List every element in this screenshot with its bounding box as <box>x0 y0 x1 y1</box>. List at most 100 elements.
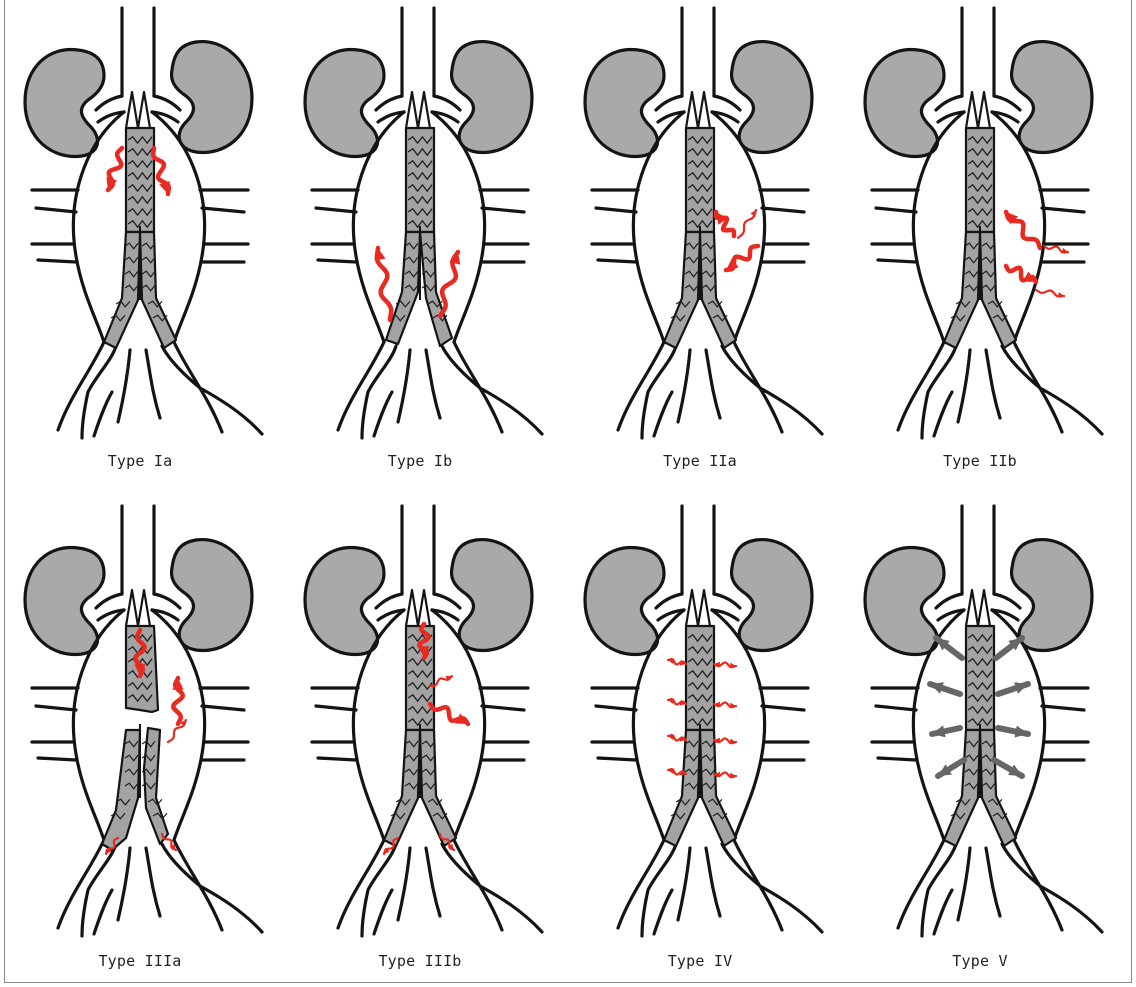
right-iliac-artery <box>706 342 822 434</box>
lumbar-arteries-right <box>200 688 248 760</box>
lumbar-arteries-right <box>480 688 528 760</box>
graft-right-leg <box>420 232 452 346</box>
left-renal-artery <box>656 96 684 122</box>
suprarenal-stent-crown <box>406 92 430 128</box>
graft-right-leg <box>980 730 1016 846</box>
endograft <box>386 92 452 346</box>
lumbar-arteries-left <box>32 190 78 262</box>
right-kidney <box>452 42 532 153</box>
left-iliac-artery <box>618 342 690 438</box>
right-renal-artery <box>152 594 180 620</box>
left-kidney <box>585 547 664 654</box>
right-iliac-artery <box>986 342 1102 434</box>
panel-caption: Type IIa <box>560 452 840 470</box>
graft-main-body <box>966 626 994 730</box>
aorta-diagram <box>0 498 280 938</box>
suprarenal-stent-crown <box>406 590 430 626</box>
suprarenal-stent-crown <box>686 92 710 128</box>
pressure-arrow-head <box>1014 682 1028 694</box>
left-iliac-artery <box>58 840 130 936</box>
aorta-diagram <box>0 0 280 440</box>
endograft <box>104 92 176 348</box>
left-kidney <box>585 49 664 156</box>
panel-caption: Type IIIb <box>280 952 560 970</box>
lumbar-arteries-left <box>32 688 78 760</box>
anatomy <box>25 506 262 936</box>
panel-type-iib: Type IIb <box>840 0 1120 470</box>
right-renal-artery <box>712 96 740 122</box>
right-iliac-artery <box>986 840 1102 932</box>
aorta-diagram <box>560 0 840 440</box>
right-kidney <box>732 42 812 153</box>
graft-left-leg <box>386 232 420 344</box>
right-kidney <box>452 540 532 651</box>
lumbar-arteries-right <box>760 688 808 760</box>
graft-right-leg <box>700 730 736 846</box>
panel-caption: Type IIb <box>840 452 1120 470</box>
lumbar-arteries-left <box>312 688 358 760</box>
aorta-diagram <box>840 498 1120 938</box>
suprarenal-stent-crown <box>966 590 990 626</box>
lumbar-arteries-left <box>592 688 638 760</box>
left-renal-artery <box>376 96 404 122</box>
right-renal-artery <box>432 594 460 620</box>
left-iliac-artery <box>338 840 410 936</box>
graft-left-leg <box>102 730 140 850</box>
right-iliac-artery <box>706 840 822 932</box>
right-iliac-artery <box>146 342 262 434</box>
leak-arrow-head <box>726 258 739 270</box>
endoleak-arrows <box>716 210 758 270</box>
left-iliac-artery <box>338 342 410 438</box>
right-renal-artery <box>432 96 460 122</box>
lumbar-arteries-left <box>592 190 638 262</box>
right-iliac-artery <box>146 840 262 932</box>
panel-type-iiia: Type IIIa <box>0 498 280 968</box>
graft-main-body <box>126 128 154 232</box>
right-kidney <box>172 42 252 153</box>
left-renal-artery <box>936 594 964 620</box>
pressure-arrow-head <box>930 682 944 694</box>
right-renal-artery <box>992 96 1020 122</box>
graft-right-leg <box>144 728 168 844</box>
suprarenal-stent-crown <box>686 590 710 626</box>
endograft <box>944 92 1016 348</box>
left-kidney <box>865 49 944 156</box>
graft-right-leg <box>700 232 736 348</box>
panel-type-v: Type V <box>840 498 1120 968</box>
lumbar-arteries-left <box>872 190 918 262</box>
endograft <box>102 590 168 850</box>
left-iliac-artery <box>898 840 970 936</box>
left-renal-artery <box>96 594 124 620</box>
panel-caption: Type Ia <box>0 452 280 470</box>
left-kidney <box>25 49 104 156</box>
panel-caption: Type Ib <box>280 452 560 470</box>
right-renal-artery <box>712 594 740 620</box>
endograft <box>944 590 1016 846</box>
panel-caption: Type V <box>840 952 1120 970</box>
right-kidney <box>172 540 252 651</box>
lumbar-arteries-right <box>200 190 248 262</box>
aorta-diagram <box>280 0 560 440</box>
left-renal-artery <box>96 96 124 122</box>
endoleak-arrows <box>1006 212 1068 298</box>
graft-main-body <box>406 128 434 232</box>
panel-type-ib: Type Ib <box>280 0 560 470</box>
left-iliac-artery <box>898 342 970 438</box>
suprarenal-stent-crown <box>126 92 150 128</box>
graft-main-body <box>686 128 714 232</box>
right-iliac-artery <box>426 342 542 434</box>
aorta-diagram <box>280 498 560 938</box>
right-iliac-artery <box>426 840 542 932</box>
aorta-diagram <box>560 498 840 938</box>
graft-main-body <box>686 626 714 730</box>
left-kidney <box>305 49 384 156</box>
panel-caption: Type IV <box>560 952 840 970</box>
panel-type-iv: Type IV <box>560 498 840 968</box>
left-renal-artery <box>376 594 404 620</box>
lumbar-arteries-right <box>1040 688 1088 760</box>
graft-right-leg <box>140 232 176 348</box>
right-kidney <box>732 540 812 651</box>
left-renal-artery <box>936 96 964 122</box>
left-iliac-artery <box>58 342 130 438</box>
